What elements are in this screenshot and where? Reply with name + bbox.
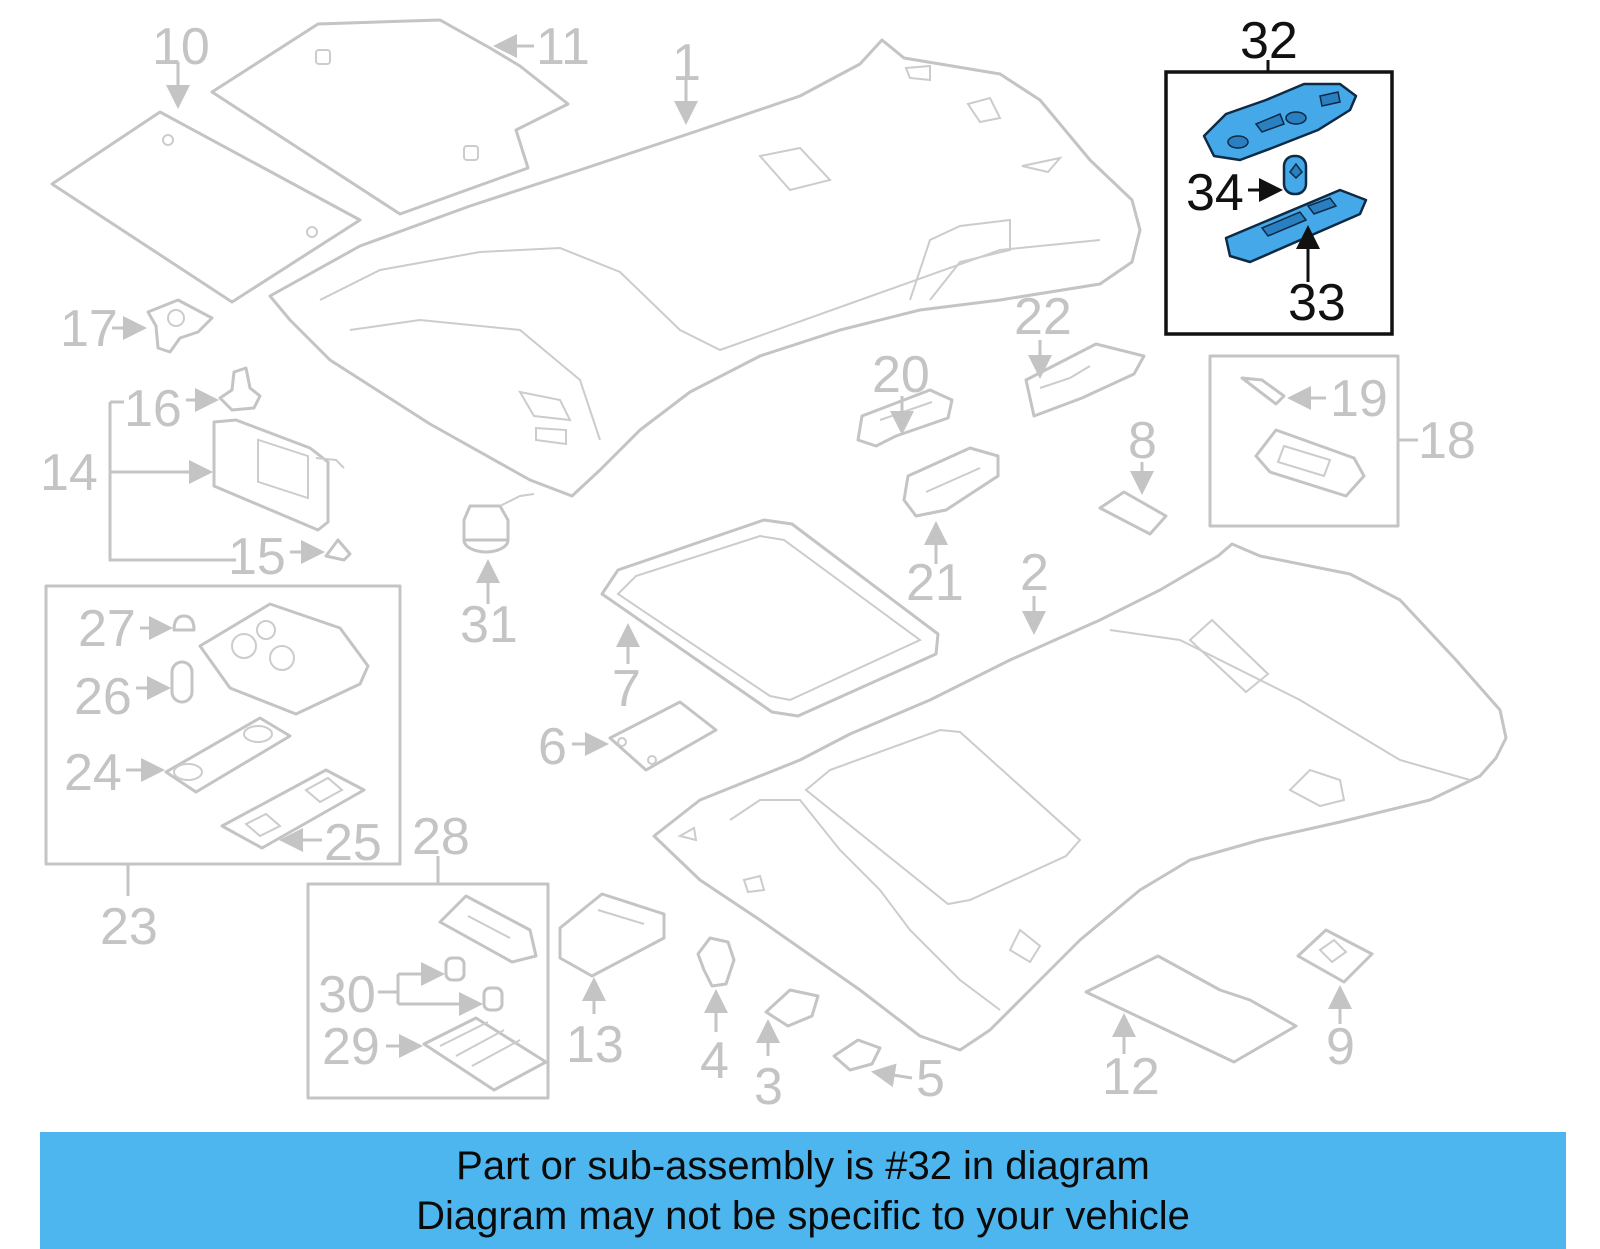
part-26-lens bbox=[170, 660, 194, 704]
label-21: 21 bbox=[906, 554, 964, 612]
part-5-clip bbox=[832, 1038, 882, 1072]
label-2: 2 bbox=[1020, 544, 1049, 602]
label-17: 17 bbox=[60, 300, 118, 358]
part-14-sunvisor bbox=[212, 418, 345, 532]
part-28-lamp bbox=[438, 894, 538, 964]
bracket-14 bbox=[108, 402, 236, 562]
part-4-clip bbox=[696, 936, 736, 988]
part-3-clip bbox=[764, 988, 820, 1028]
part-12-pad bbox=[1084, 954, 1298, 1064]
label-6: 6 bbox=[538, 718, 567, 776]
part-30-bulbs bbox=[444, 956, 504, 1012]
part-15-clip bbox=[324, 538, 352, 562]
leader-5 bbox=[871, 1063, 913, 1088]
part-31-lamp bbox=[462, 493, 535, 554]
label-22: 22 bbox=[1014, 288, 1072, 346]
part-27-cap bbox=[172, 614, 196, 632]
part-17-clip bbox=[146, 298, 214, 354]
label-16: 16 bbox=[124, 380, 182, 438]
banner-line-1: Part or sub-assembly is #32 in diagram bbox=[456, 1143, 1150, 1188]
label-26: 26 bbox=[74, 668, 132, 726]
part-8-cover bbox=[1098, 490, 1168, 536]
part-22-bracket bbox=[1024, 342, 1146, 418]
part-32-console[interactable] bbox=[1202, 82, 1358, 162]
part-24-cover bbox=[164, 716, 292, 794]
part-29-lens bbox=[422, 1016, 548, 1092]
part-13-trim bbox=[558, 892, 666, 978]
label-33: 33 bbox=[1288, 274, 1346, 332]
part-34-lens[interactable] bbox=[1282, 154, 1308, 196]
part-25-cover bbox=[220, 768, 366, 850]
label-19: 19 bbox=[1330, 370, 1388, 428]
part-2-headliner bbox=[652, 542, 1508, 1052]
part-6-pad bbox=[608, 700, 718, 772]
label-23: 23 bbox=[100, 898, 158, 956]
label-34: 34 bbox=[1186, 164, 1244, 222]
label-28: 28 bbox=[412, 808, 470, 866]
part-1-headliner bbox=[268, 38, 1142, 498]
label-8: 8 bbox=[1128, 412, 1157, 470]
label-14: 14 bbox=[40, 444, 98, 502]
part-18-lamp bbox=[1254, 428, 1366, 498]
label-25: 25 bbox=[324, 814, 382, 872]
label-20: 20 bbox=[872, 346, 930, 404]
label-1: 1 bbox=[672, 34, 701, 92]
group-box-23 bbox=[44, 584, 402, 866]
label-7: 7 bbox=[612, 660, 641, 718]
part-21-handle bbox=[902, 446, 1000, 518]
part-9-bracket bbox=[1296, 928, 1374, 984]
label-15: 15 bbox=[228, 528, 286, 586]
info-banner: Part or sub-assembly is #32 in diagram D… bbox=[40, 1132, 1566, 1249]
part-19-bulb bbox=[1240, 376, 1286, 406]
banner-line-2: Diagram may not be specific to your vehi… bbox=[416, 1193, 1190, 1238]
group-box-32 bbox=[1164, 70, 1394, 336]
label-5: 5 bbox=[916, 1050, 945, 1108]
label-24: 24 bbox=[64, 744, 122, 802]
part-10-pad bbox=[50, 110, 362, 304]
part-33-cover[interactable] bbox=[1224, 188, 1368, 264]
label-4: 4 bbox=[700, 1032, 729, 1090]
label-30: 30 bbox=[318, 966, 376, 1024]
part-11-pad bbox=[210, 18, 570, 216]
label-29: 29 bbox=[322, 1018, 380, 1076]
part-7-seal bbox=[600, 518, 940, 718]
label-11: 11 bbox=[536, 18, 590, 76]
part-23-console bbox=[198, 602, 370, 716]
label-3: 3 bbox=[754, 1058, 783, 1116]
label-31: 31 bbox=[460, 596, 518, 654]
label-12: 12 bbox=[1102, 1048, 1160, 1106]
label-32: 32 bbox=[1240, 12, 1298, 70]
label-9: 9 bbox=[1326, 1018, 1355, 1076]
part-16-holder bbox=[218, 366, 262, 412]
label-27: 27 bbox=[78, 600, 136, 658]
label-13: 13 bbox=[566, 1016, 624, 1074]
label-10: 10 bbox=[152, 18, 210, 76]
highlight-group-32: 32 34 33 bbox=[1164, 12, 1394, 336]
label-18: 18 bbox=[1418, 412, 1476, 470]
group-box-28 bbox=[306, 882, 550, 1100]
